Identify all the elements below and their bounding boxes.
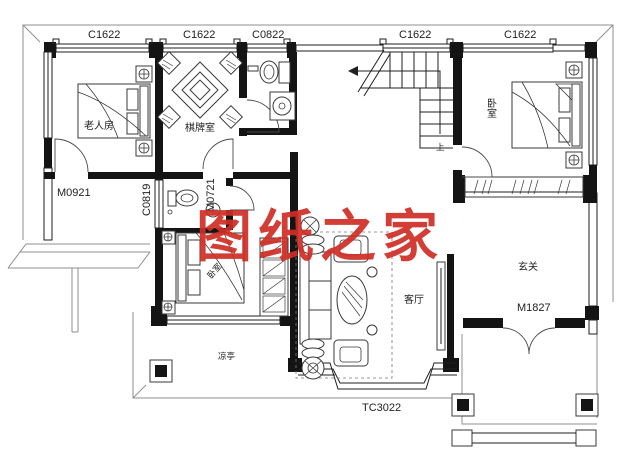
door-bath2-arc (229, 185, 255, 211)
window-label-c1622-3: C1622 (399, 29, 431, 41)
stairs-up-label: 上 (436, 142, 445, 152)
armchair-top (333, 235, 369, 263)
room-label-living: 客厅 (404, 293, 424, 306)
window-label-c1622-2: C1622 (183, 29, 215, 41)
window-label-c1622-4: C1622 (504, 29, 536, 41)
room-label-foyer: 玄关 (518, 260, 538, 273)
tv-cabinet (436, 261, 446, 351)
room-label-bedroom-right: 卧室 (485, 97, 497, 118)
pavilion-column (149, 359, 173, 383)
door-label-m0921: M0921 (57, 187, 91, 199)
staircase: 上 (348, 49, 453, 152)
window-label-c1622-1: C1622 (88, 29, 120, 41)
door-label-m1827: M1827 (517, 302, 551, 314)
watermark-text: 图纸之家 (196, 204, 444, 270)
side-porch-roof (7, 243, 151, 333)
bedroom-right-bed (511, 61, 583, 169)
entry-door-leaf-left (502, 327, 530, 355)
room-label-pavilion: 凉亭 (218, 351, 235, 361)
room-label-elder: 老人房 (84, 119, 114, 132)
window-label-c0819: C0819 (141, 184, 153, 216)
room-label-chess: 棋牌室 (185, 121, 215, 134)
entry-door-leaf-right (528, 327, 556, 355)
exterior-wall-top (44, 38, 597, 58)
bay-window-label-tc3022: TC3022 (362, 402, 401, 414)
door-chessroom-arc (202, 138, 234, 170)
interior-walls (44, 45, 597, 372)
window-label-c0822: C0822 (252, 29, 284, 41)
exterior-wall-left (43, 51, 53, 241)
door-bedroom-right-arc (461, 146, 493, 178)
sofa-set (295, 216, 393, 380)
doors (54, 99, 556, 355)
bathroom-top-fixtures (247, 60, 296, 121)
armchair-bottom (333, 339, 369, 367)
bathroom-small-fixtures (167, 189, 221, 218)
wardrobe (259, 237, 289, 317)
elder-room-bed (77, 65, 153, 157)
rug (295, 231, 393, 379)
bedroom-left-bed (161, 230, 245, 315)
door-m0921-arc (54, 138, 89, 173)
stairs-direction-arrow (348, 66, 358, 76)
entry-porch (451, 334, 599, 447)
mahjong-table (156, 50, 244, 130)
door-label-m0721: M0721 (205, 178, 217, 212)
shoe-cabinet (464, 176, 584, 198)
coffee-table (336, 275, 368, 325)
